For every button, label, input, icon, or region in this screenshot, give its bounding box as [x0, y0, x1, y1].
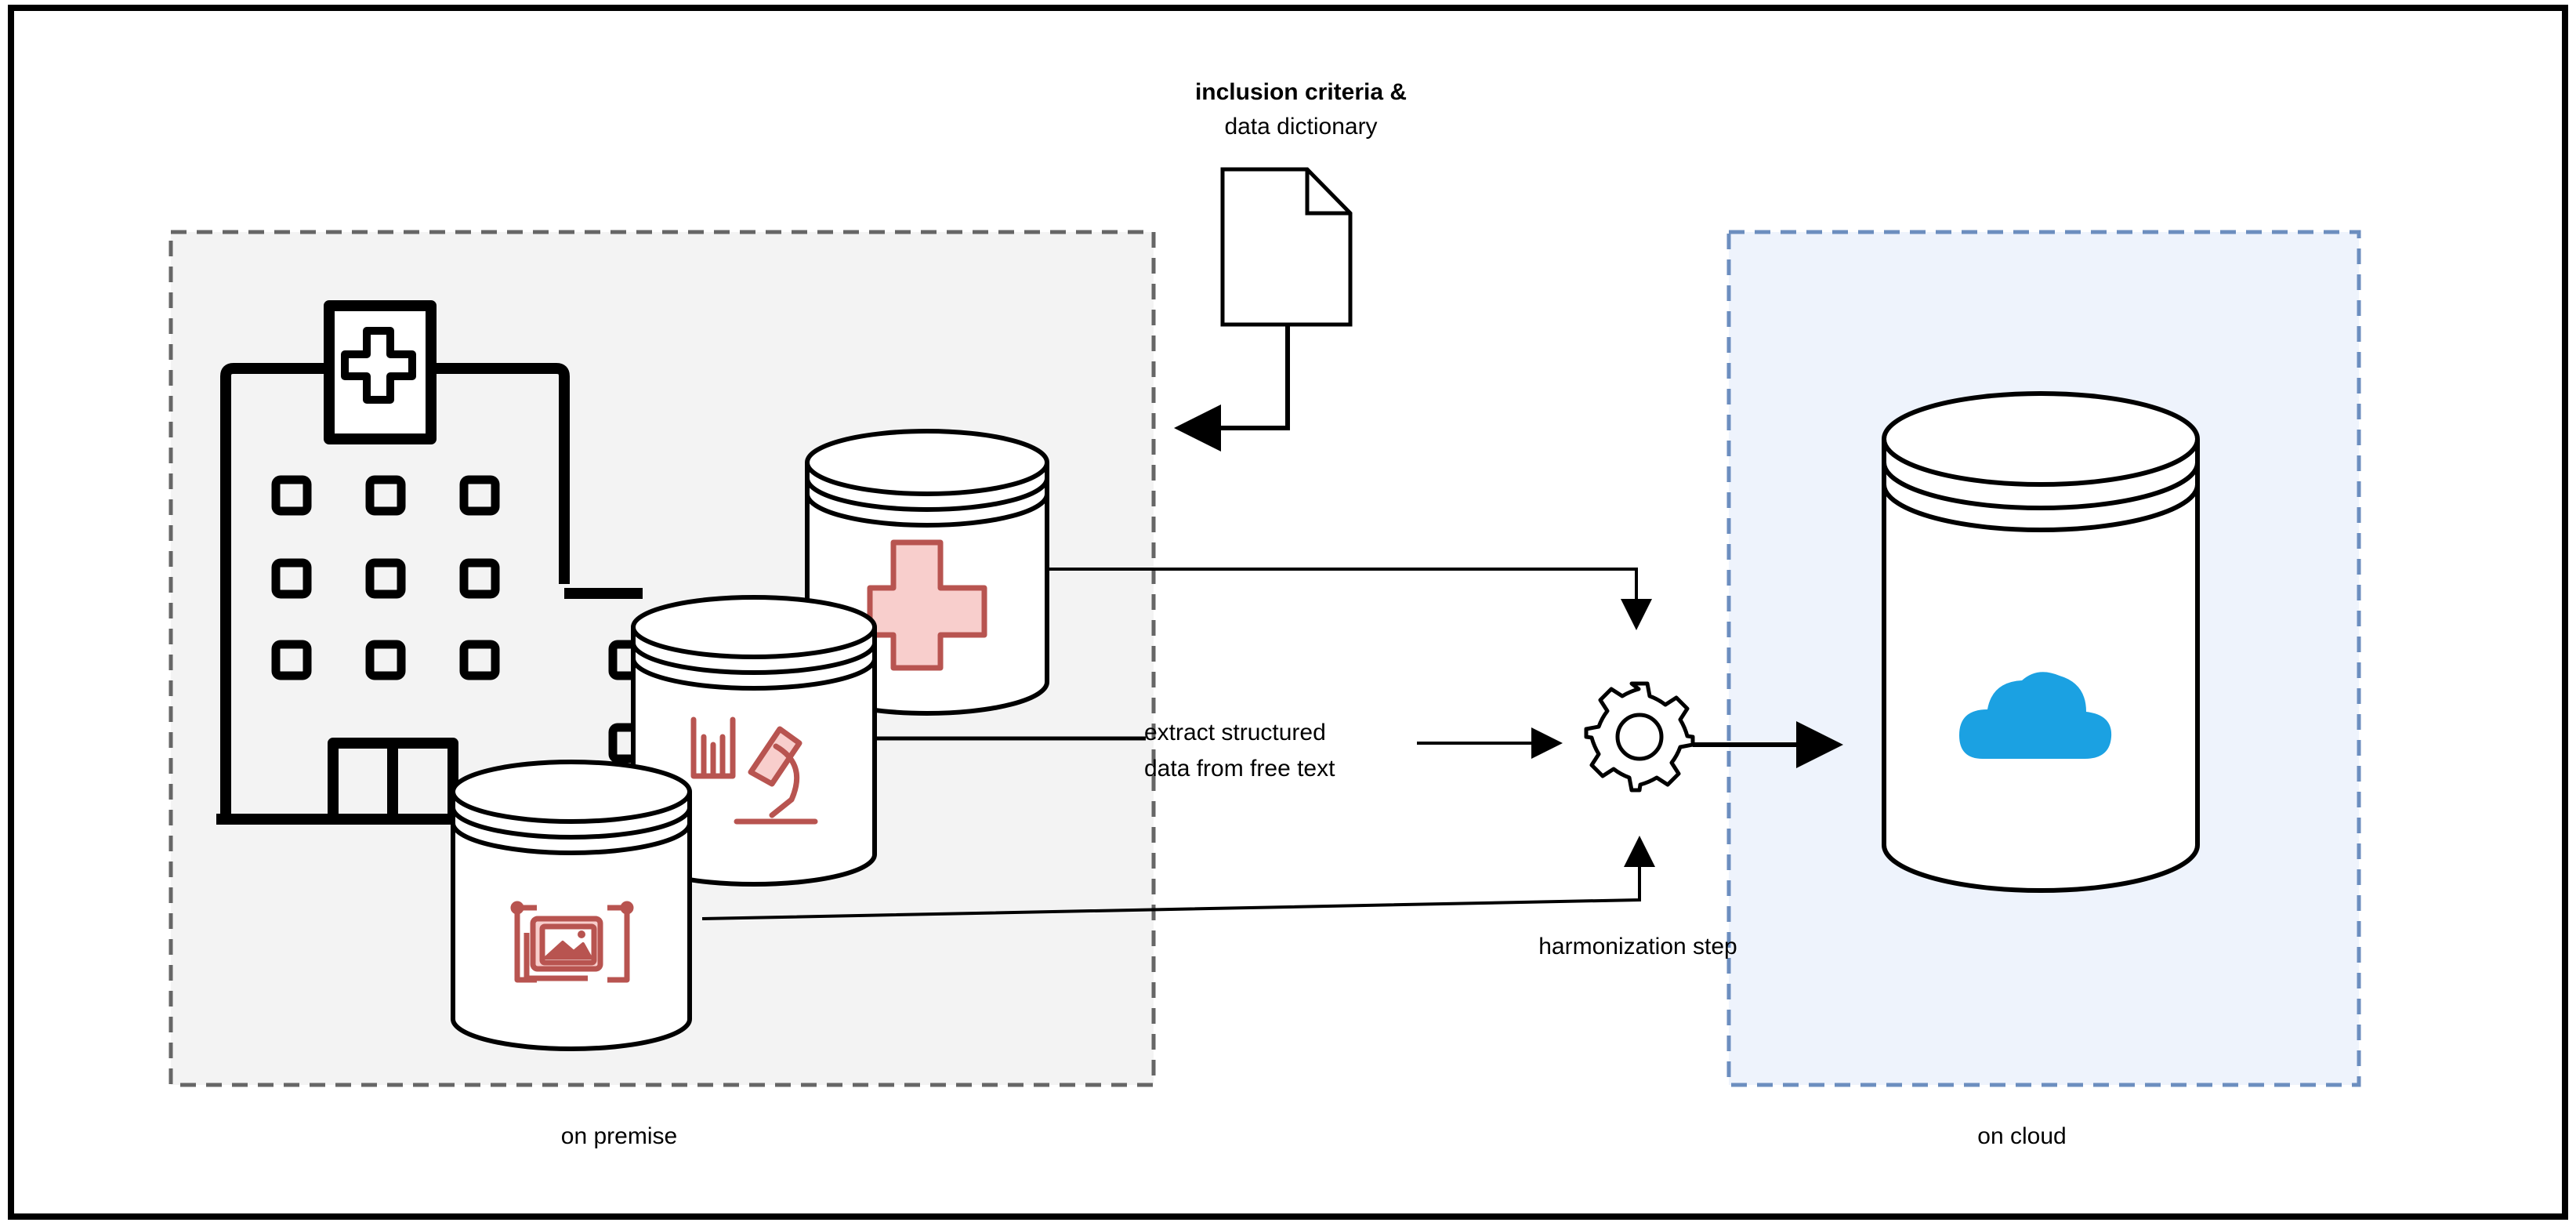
- cloud-icon: [1959, 672, 2112, 759]
- gear-icon: [1584, 681, 1695, 793]
- medical-cross-icon: [867, 539, 987, 671]
- imaging-database: [451, 760, 692, 1051]
- document-label-line1: inclusion criteria &: [1194, 79, 1408, 105]
- harmonization-step-label: harmonization step: [1538, 934, 1737, 959]
- medical-image-icon: [510, 901, 634, 983]
- document-label: inclusion criteria & data dictionary: [1136, 75, 1466, 144]
- hospital-icon: [216, 300, 649, 825]
- document-label-line2: data dictionary: [1224, 114, 1378, 140]
- document-icon: [1220, 167, 1353, 327]
- on-cloud-label: on cloud: [1977, 1123, 2067, 1149]
- criteria-arrow: [1174, 325, 1290, 452]
- imaging-to-gear-arrow: [701, 836, 1655, 920]
- cloud-database: [1882, 391, 2200, 893]
- clinical-to-gear-arrow: [1049, 568, 1652, 630]
- extract-step-label: extract structured data from free text: [1144, 715, 1426, 787]
- microscope-icon: [690, 716, 818, 825]
- extract-label-line1: extract structured: [1144, 720, 1326, 745]
- on-premise-label: on premise: [560, 1123, 678, 1149]
- extract-label-line2: data from free text: [1144, 756, 1335, 782]
